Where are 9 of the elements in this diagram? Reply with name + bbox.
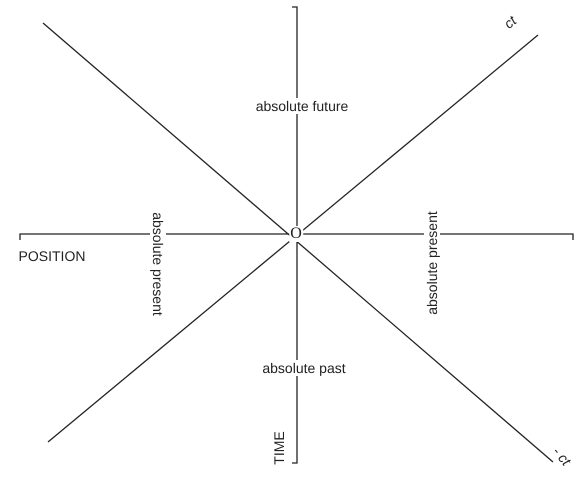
origin-label: O — [289, 226, 303, 242]
line-label: - ct — [548, 442, 576, 470]
line-label: ct — [500, 11, 520, 33]
region-label: absolute present — [424, 209, 440, 317]
axis-label: TIME — [271, 430, 287, 467]
region-label: absolute present — [150, 210, 166, 318]
region-label: absolute past — [260, 360, 348, 376]
region-label: absolute future — [254, 98, 350, 114]
axis-label: POSITION — [18, 248, 86, 264]
